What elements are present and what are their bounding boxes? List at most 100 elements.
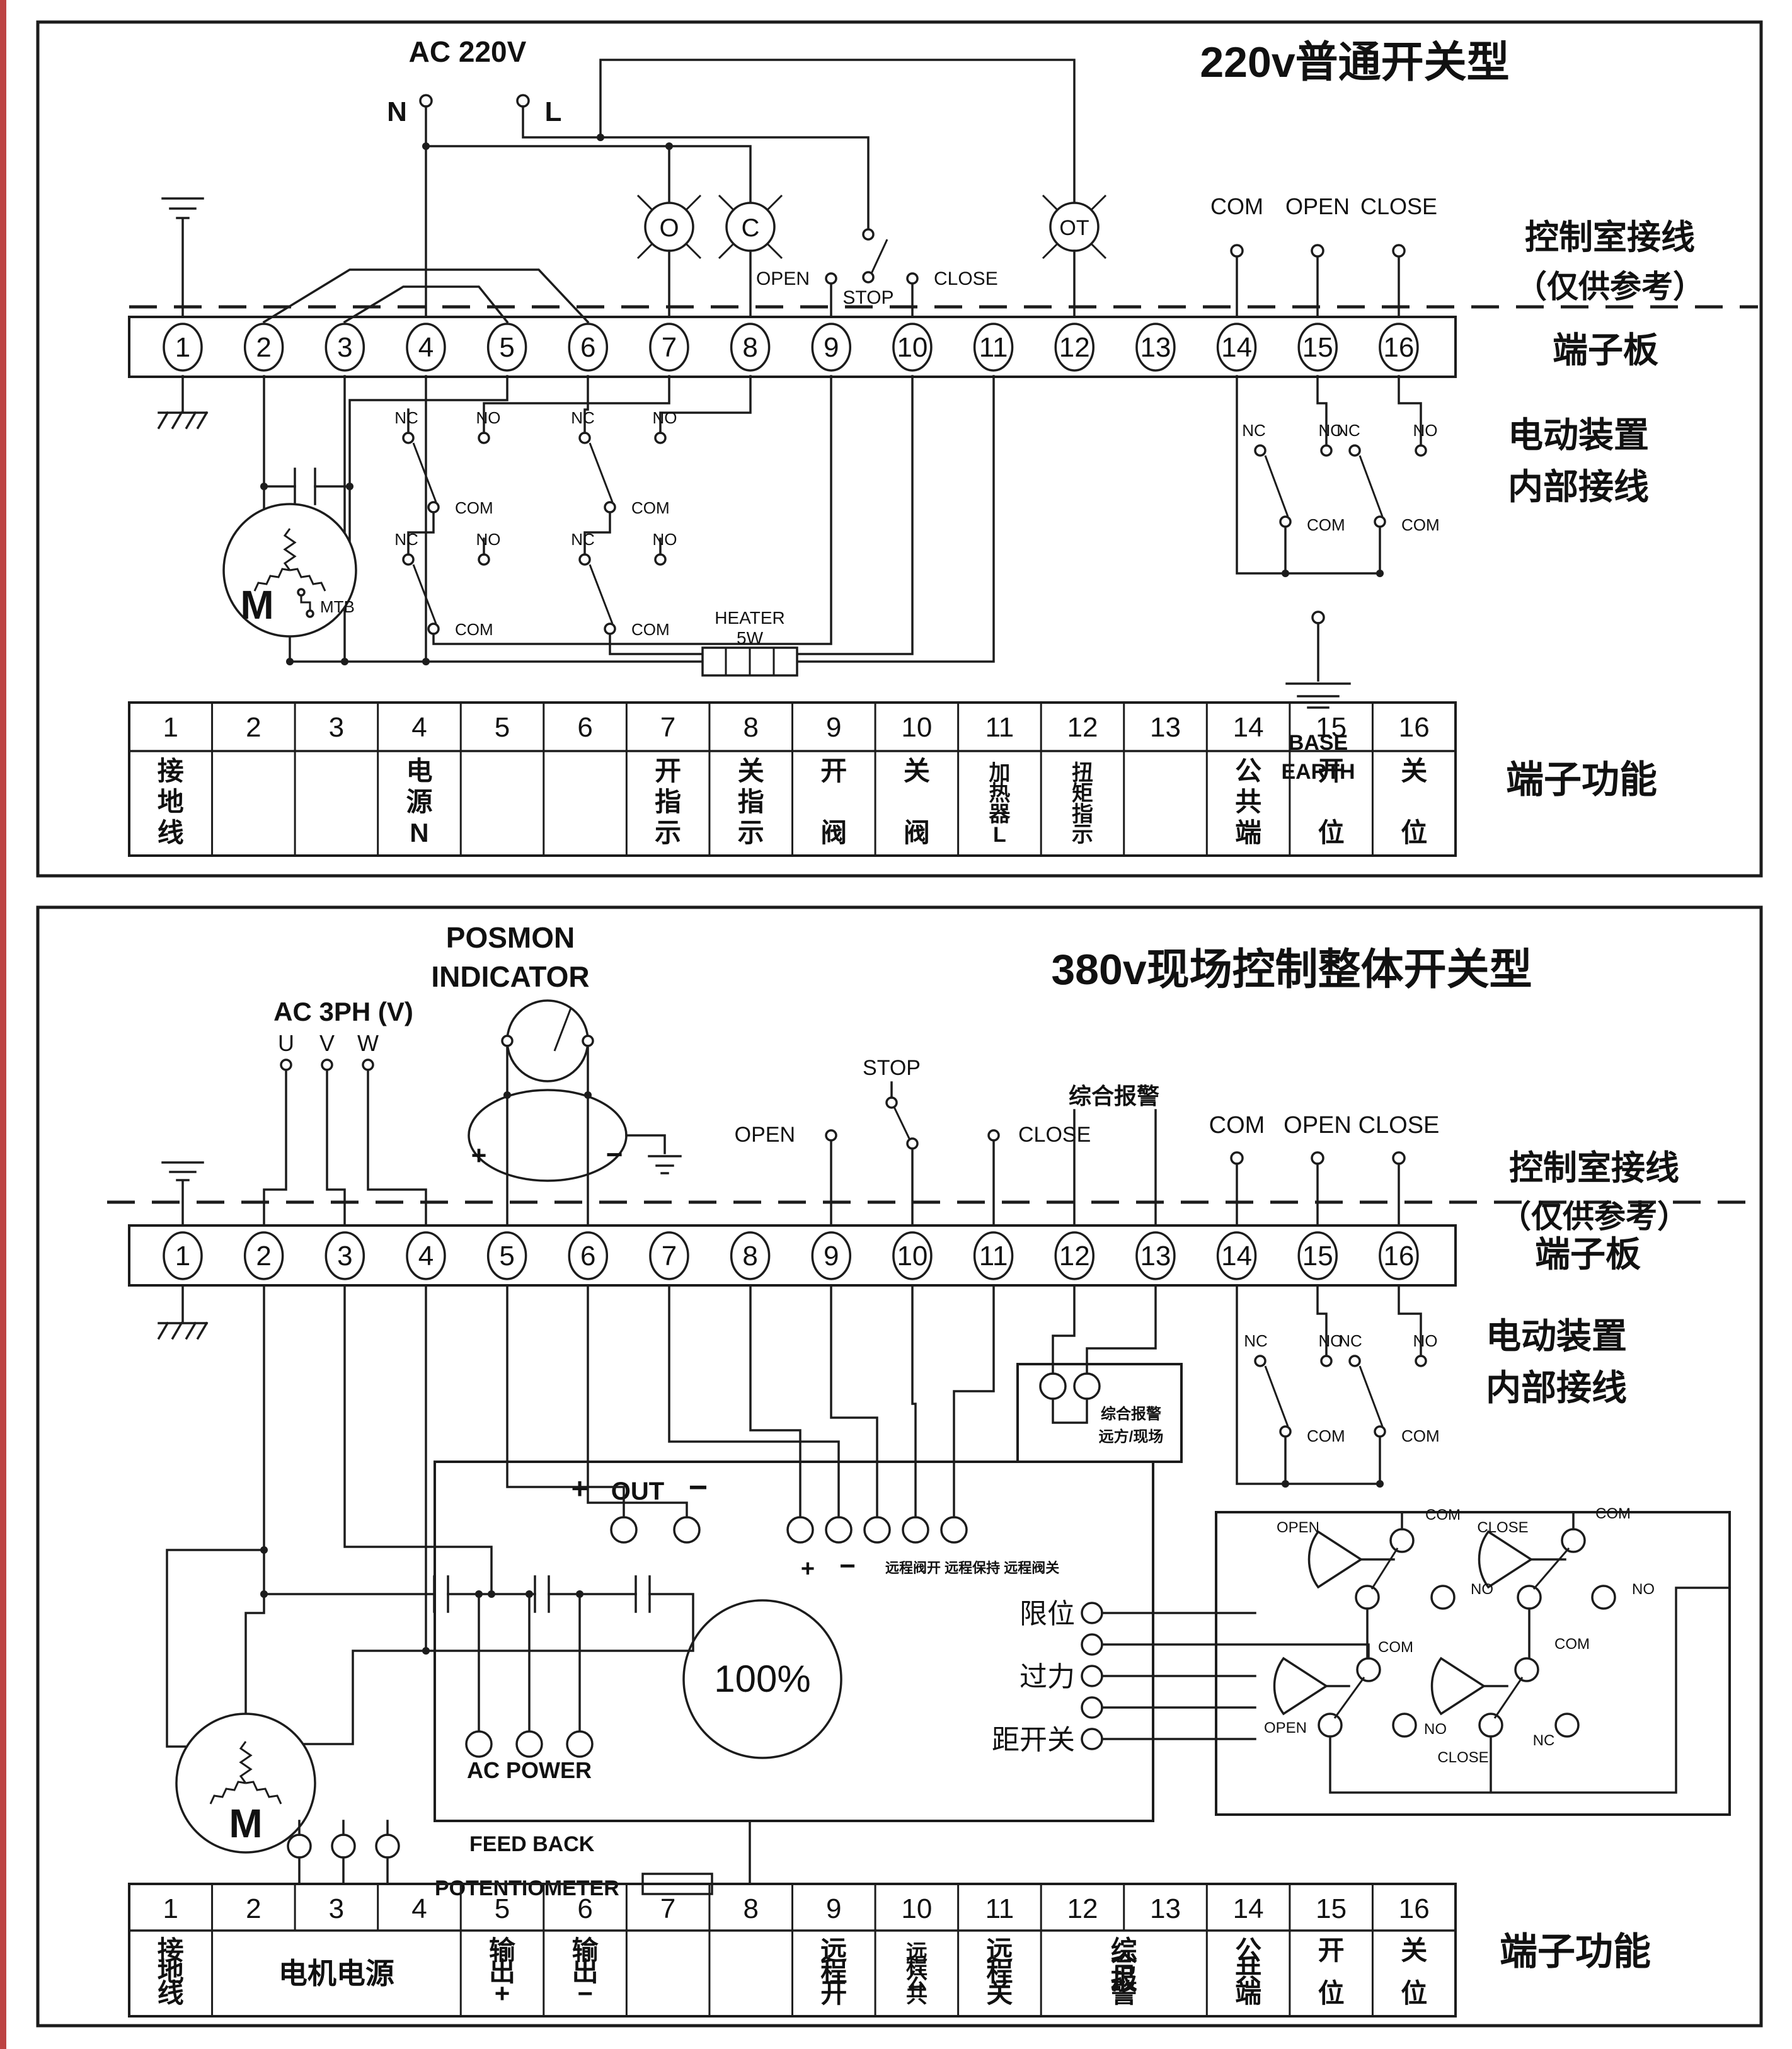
table-bottom-number-4: 4 — [411, 1893, 427, 1924]
terminal-top-num-9: 9 — [824, 332, 839, 363]
nc-label: NC — [571, 408, 595, 427]
terminal-top-8 — [730, 323, 771, 372]
overtorque-label: 过力 — [1019, 1662, 1075, 1692]
table-top-number-16: 16 — [1399, 712, 1430, 743]
function-label-top: 端子功能 — [1506, 759, 1657, 801]
terminal-top-3 — [325, 323, 365, 372]
panel1-title: 220v普通开关型 — [1200, 38, 1509, 86]
table-top-number-14: 14 — [1233, 712, 1264, 743]
lamp-torque-letter: OT — [1059, 216, 1089, 240]
com-label: COM — [1401, 1426, 1440, 1445]
terminal-bottom-5 — [486, 1231, 527, 1280]
table-top-cell-15: 关位 — [1401, 756, 1427, 847]
terminal-top-num-12: 12 — [1059, 332, 1090, 363]
table-bottom-number-10: 10 — [901, 1893, 932, 1924]
terminal-top-2 — [243, 323, 284, 372]
terminal-bottom-6 — [568, 1231, 609, 1280]
table-top-cell-7: 关指示 — [738, 756, 764, 847]
device1-line2: 内部接线 — [1508, 467, 1649, 507]
table-bottom-cell-10: 公共端 — [1235, 1936, 1261, 2008]
l-label: L — [545, 96, 562, 127]
terminal-top-16 — [1379, 323, 1419, 372]
terminal-bottom-num-12: 12 — [1059, 1241, 1090, 1271]
note2-line2: （仅供参考） — [1500, 1199, 1689, 1234]
table-bottom-number-6: 6 — [577, 1893, 592, 1924]
feedback-line2: POTENTIOMETER — [435, 1876, 619, 1900]
junction-dots-cap — [260, 1546, 583, 1655]
control-box — [434, 1461, 1154, 1822]
capacitor-plates — [294, 468, 316, 505]
com-label: COM — [1554, 1636, 1590, 1653]
panel2-title: 380v现场控制整体开关型 — [1051, 946, 1532, 994]
terminal-bottom-box — [128, 1224, 1457, 1287]
panel-220v: 220v普通开关型 AC 220V N L O C — [36, 20, 1763, 878]
terminal-bottom-9 — [811, 1231, 852, 1280]
remote-terminal-row: + − 远程阀开 远程保持 远程阀关 — [786, 1516, 1059, 1582]
terminal-bottom-11 — [973, 1231, 1014, 1280]
terminal-top-num-10: 10 — [897, 332, 928, 363]
terminal-bottom-num-16: 16 — [1383, 1241, 1414, 1271]
device1-line1: 电动装置 — [1508, 415, 1649, 455]
table-bottom-cell-8: 远程关 — [986, 1936, 1013, 2008]
out-minus-sign: − — [606, 1138, 623, 1171]
terminal-bottom-num-10: 10 — [897, 1241, 928, 1271]
remote-minus: − — [839, 1551, 856, 1581]
table-bottom-number-13: 13 — [1150, 1893, 1181, 1924]
com-label: COM — [1595, 1505, 1631, 1522]
limit-label: 限位 — [1019, 1598, 1075, 1629]
table-top-cell-8: 开阀 — [820, 756, 847, 847]
terminal-top-5 — [486, 323, 527, 372]
board-label-top: 端子板 — [1553, 330, 1658, 370]
ground-hatch-below-t1-b — [157, 1285, 209, 1340]
com-label: COM — [631, 620, 670, 639]
open-label: OPEN — [756, 268, 810, 289]
terminal-bottom-num-2: 2 — [256, 1241, 271, 1271]
alarm-relay-box: 综合报警 远方/现场 — [1016, 1285, 1183, 1463]
nc-label: NC — [1533, 1732, 1555, 1749]
terminal-top-num-2: 2 — [256, 332, 271, 363]
remote-open-contact — [1311, 244, 1324, 258]
com-label: COM — [1401, 515, 1440, 534]
open-label: OPEN — [1264, 1719, 1307, 1736]
w-label: W — [357, 1030, 379, 1056]
terminal-bottom-16 — [1379, 1231, 1419, 1280]
table-bottom-cell-9: 综合报警 — [1111, 1936, 1137, 2008]
terminal-top-num-13: 13 — [1140, 332, 1171, 363]
terminal-top-num-5: 5 — [499, 332, 514, 363]
stop-button-2: STOP — [863, 1056, 921, 1150]
nc-label: NC — [571, 530, 595, 549]
terminal-top-num-1: 1 — [175, 332, 190, 363]
terminal-bottom-3 — [325, 1231, 365, 1280]
close-label: CLOSE — [1477, 1519, 1528, 1536]
junction-dots-top — [422, 134, 673, 150]
terminal-bottom-8 — [730, 1231, 771, 1280]
remote-close-contact-2 — [1392, 1151, 1406, 1165]
com-label: COM — [1307, 515, 1345, 534]
table-bottom-cell-11: 开位 — [1318, 1936, 1345, 2008]
nc-label: NC — [1336, 421, 1360, 440]
remote-com-contact — [1230, 244, 1244, 258]
out-plus-sign: + — [471, 1140, 487, 1170]
table-top-number-5: 5 — [495, 712, 510, 743]
table-bottom-cell-6: 远程开 — [820, 1936, 847, 2008]
terminal-top-10 — [892, 323, 933, 372]
lamp-open-letter: O — [659, 214, 679, 242]
remote-open-label: OPEN — [1285, 193, 1350, 219]
nc-label: NC — [1244, 1331, 1268, 1350]
table-top-cell-9: 关阀 — [904, 756, 930, 847]
remote-close-label-2: CLOSE — [1358, 1112, 1440, 1139]
table-bottom-cell-7: 远程公共 — [906, 1941, 928, 2007]
table-top-number-4: 4 — [411, 712, 427, 743]
remote-open-label-2: OPEN — [1284, 1112, 1352, 1139]
panel-380v-border — [36, 905, 1763, 2028]
close-button-2: CLOSE — [987, 1123, 1091, 1147]
com-label: COM — [455, 498, 493, 517]
capacitor-plates-2 — [433, 1575, 651, 1613]
